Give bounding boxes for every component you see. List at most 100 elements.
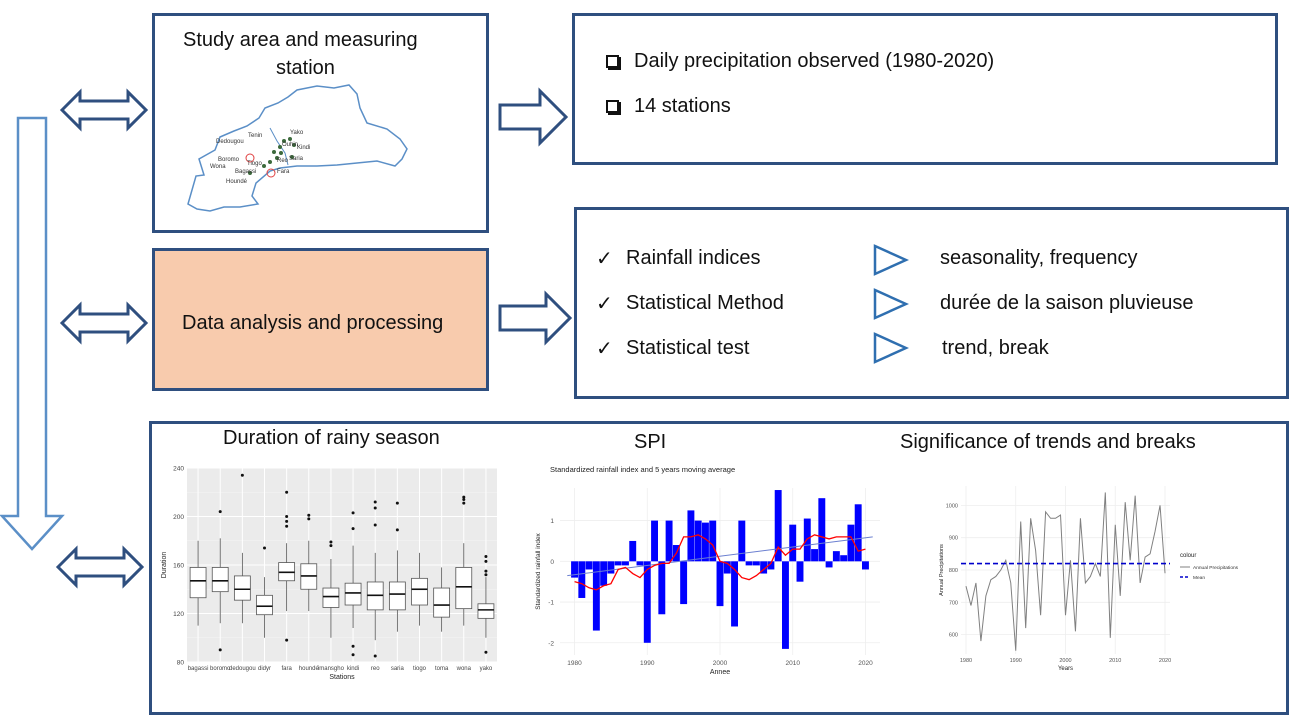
map-outline [187, 84, 408, 212]
svg-text:Reo: Reo [277, 158, 289, 164]
spi-bar [578, 561, 586, 598]
study-area-title-line2: station [276, 57, 335, 79]
outlier-point [351, 644, 355, 648]
y-tick-label: 700 [949, 600, 958, 606]
box [477, 603, 495, 619]
x-tick-label: yako [480, 666, 493, 672]
analysis-box: Data analysis and processing [152, 248, 489, 391]
spi-bar-chart: Standardized rainfall index and 5 years … [535, 465, 880, 676]
svg-text:Ouhin: Ouhin [282, 142, 298, 148]
results-box: Duration of rainy season SPI Significanc… [149, 421, 1289, 715]
y-tick-label: 600 [949, 633, 958, 639]
outlier-point [373, 506, 377, 510]
x-tick-label: houndé [299, 666, 320, 672]
x-tick-label: wona [456, 666, 472, 672]
x-tick-label: 2020 [858, 660, 873, 667]
x-axis-label: Stations [329, 674, 355, 681]
svg-text:Kindi: Kindi [297, 145, 310, 151]
right-arrow-icon [498, 290, 573, 346]
box [189, 567, 207, 599]
spi-bar [731, 561, 738, 627]
spi-bar [854, 504, 862, 562]
x-tick-label: 1990 [1010, 658, 1022, 664]
y-tick-label: -1 [548, 600, 554, 607]
x-tick-label: tiogo [413, 666, 427, 672]
x-axis-label: Annee [710, 669, 730, 676]
x-tick-label: imansgho [318, 666, 345, 672]
outlier-point [285, 515, 289, 518]
spi-bar [767, 561, 775, 570]
y-axis-label: Annual Precipitations [939, 544, 945, 596]
svg-text:Bagassi: Bagassi [235, 169, 256, 175]
x-axis-label: Years [1058, 666, 1073, 672]
method-rainfall-indices: Rainfall indices [626, 247, 761, 269]
outlier-point [307, 517, 311, 521]
spi-bar [636, 561, 644, 566]
down-arrow-icon [0, 116, 65, 551]
checkbox-icon [606, 100, 619, 113]
svg-text:Yako: Yako [290, 130, 304, 136]
box [433, 587, 451, 618]
x-tick-label: reo [371, 666, 380, 672]
outlier-point [395, 528, 399, 532]
spi-bar [651, 520, 658, 562]
spi-bar [818, 498, 826, 562]
checkbox-icon [606, 55, 619, 68]
right-arrow-icon [498, 87, 569, 147]
outlier-point [285, 638, 289, 642]
y-tick-label: 200 [173, 514, 184, 521]
chart-title: Standardized rainfall index and 5 years … [550, 465, 735, 474]
spi-bar [680, 561, 688, 605]
legend-entry: Mean [1193, 575, 1205, 581]
outlier-point [329, 544, 333, 548]
double-arrow-icon [59, 88, 149, 132]
annual-precipitation-line [965, 492, 1166, 651]
spi-bar [658, 561, 666, 615]
outlier-point [484, 650, 488, 654]
spi-bar [738, 520, 746, 562]
outlier-point [484, 555, 488, 559]
methods-box: ✓ Rainfall indices ✓ Statistical Method … [574, 207, 1289, 399]
check-icon: ✓ [596, 248, 613, 270]
study-area-box: Study area and measuring station Dedougo… [152, 13, 489, 233]
box [256, 594, 273, 616]
spi-bar [629, 540, 637, 562]
y-tick-label: 1 [550, 518, 554, 525]
y-tick-label: 240 [173, 466, 184, 473]
moving-average-line [574, 534, 866, 591]
x-tick-label: saria [391, 666, 405, 672]
spi-bar [840, 555, 848, 562]
outlier-point [462, 498, 466, 502]
x-tick-label: 1980 [960, 658, 972, 664]
x-tick-label: didyr [258, 666, 271, 672]
x-tick-label: kindi [347, 666, 359, 672]
x-tick-label: bagassi [188, 666, 209, 672]
spi-bar [752, 561, 760, 566]
svg-text:Tenin: Tenin [248, 133, 262, 139]
x-tick-label: 2000 [1059, 658, 1071, 664]
box [388, 581, 406, 611]
outlier-point [484, 573, 488, 577]
x-tick-label: dedougou [229, 666, 256, 672]
svg-text:Fara: Fara [277, 169, 290, 175]
outlier-point [462, 495, 466, 499]
outlier-point [395, 501, 399, 505]
triangle-icon [873, 244, 909, 276]
outlier-point [263, 546, 266, 550]
check-icon: ✓ [596, 338, 613, 360]
outlier-point [373, 523, 377, 527]
spi-bar [709, 520, 717, 562]
svg-text:Houndé: Houndé [226, 179, 248, 185]
spi-bar [745, 561, 753, 566]
outlier-point [351, 511, 355, 515]
y-tick-label: 800 [949, 568, 958, 574]
spi-bar [687, 510, 695, 562]
box [411, 577, 428, 606]
x-tick-label: boromo [210, 666, 231, 672]
legend-title: colour [1180, 553, 1196, 559]
y-tick-label: 0 [550, 559, 554, 566]
result-title-spi: SPI [634, 431, 667, 453]
box [322, 587, 340, 608]
